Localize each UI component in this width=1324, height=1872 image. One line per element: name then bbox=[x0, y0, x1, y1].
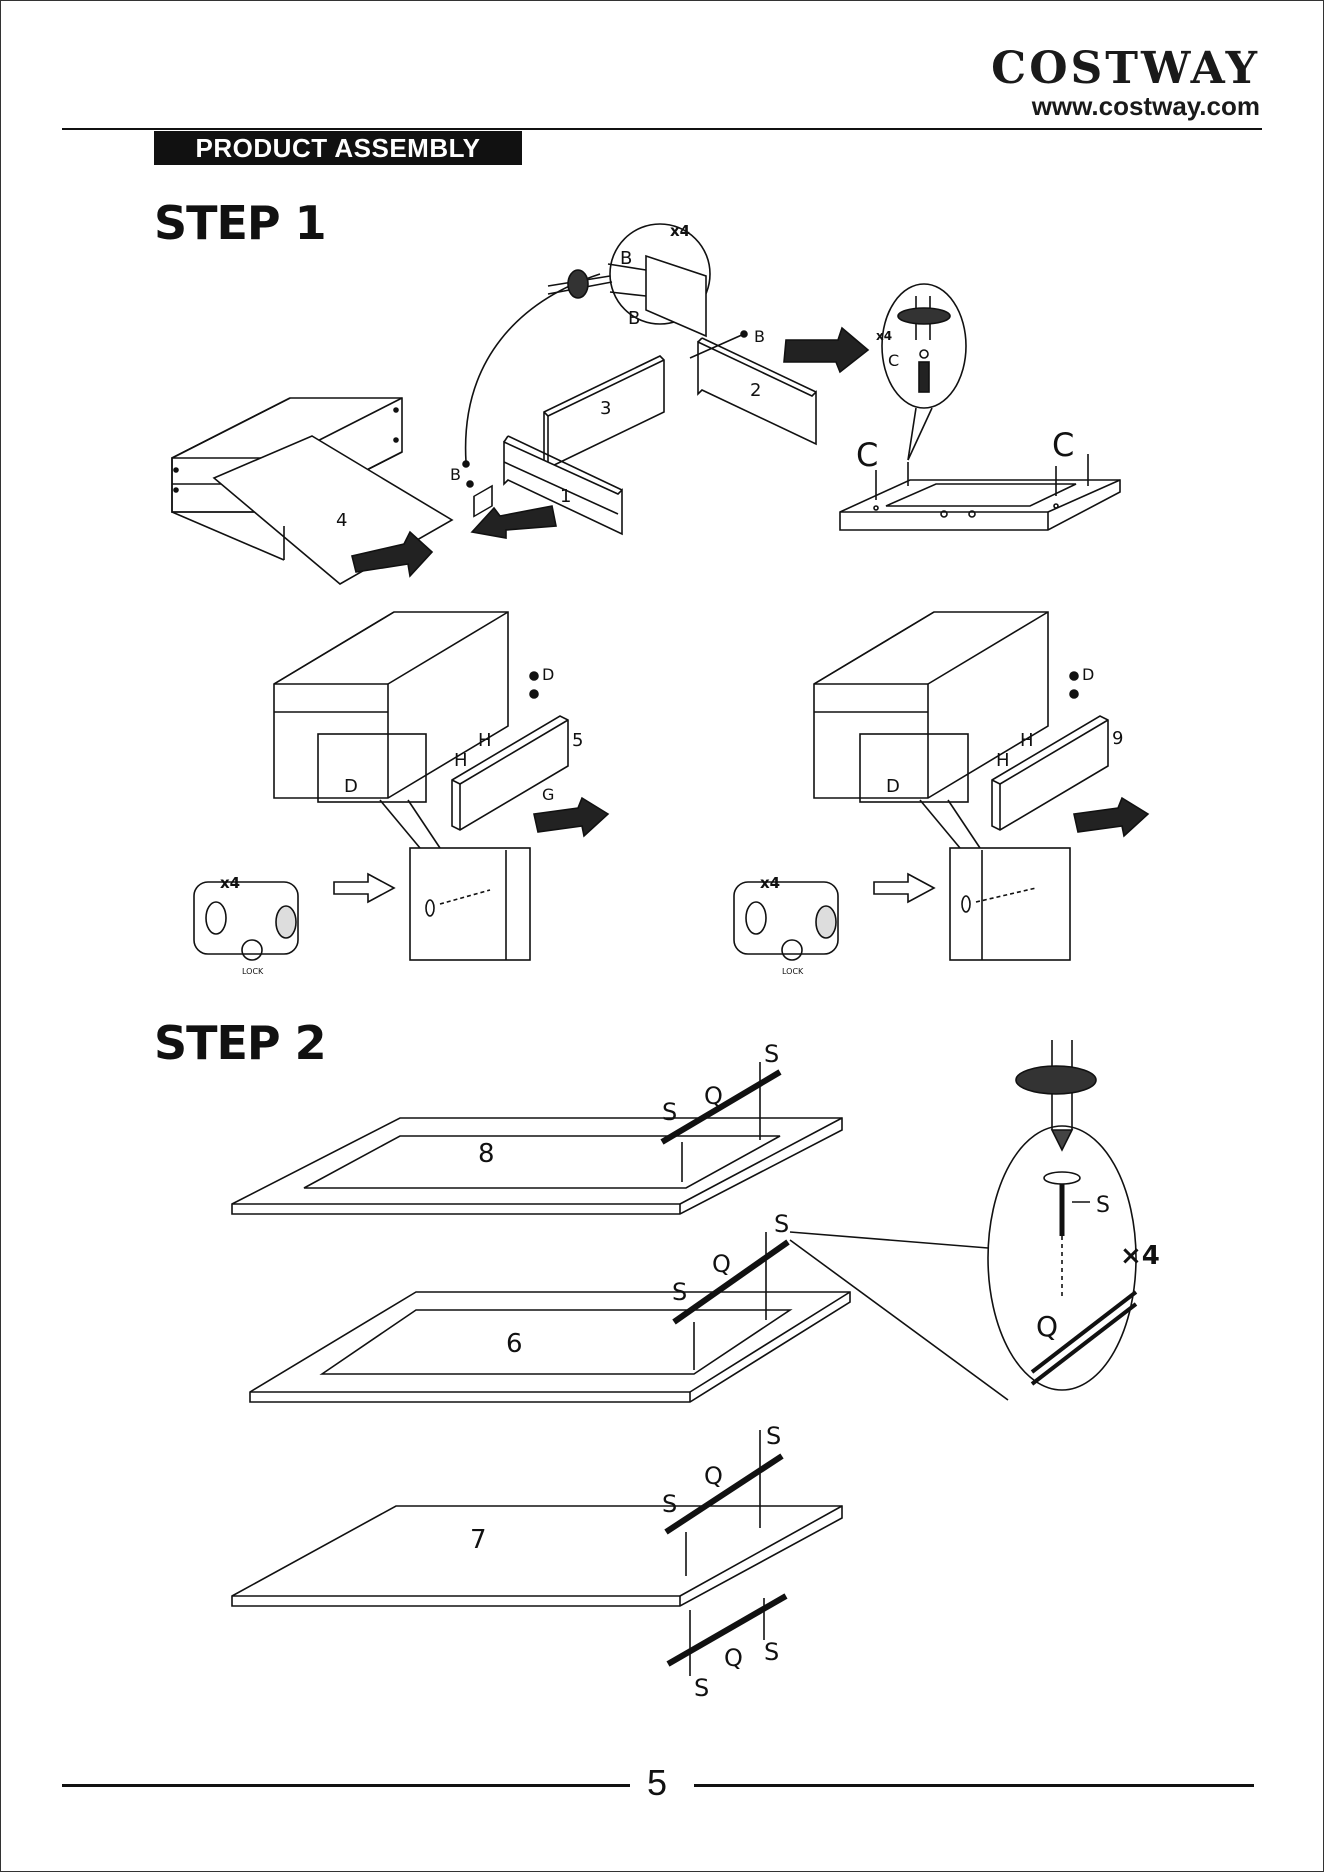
lock-label-left: LOCK bbox=[242, 967, 264, 976]
part-3-label: 3 bbox=[600, 398, 611, 419]
step2-panel-7-illustration: 7 S S Q S S Q bbox=[232, 1422, 842, 1702]
hardware-s-zoom: S bbox=[1096, 1193, 1110, 1218]
hardware-h-label-2: H bbox=[454, 750, 468, 771]
hardware-s-7d: S bbox=[764, 1638, 779, 1666]
part-6-label: 6 bbox=[506, 1329, 523, 1359]
hardware-q-6: Q bbox=[712, 1250, 731, 1278]
hardware-b-zoom-bottom: B bbox=[628, 308, 640, 329]
step1-base-panel-illustration: C x4 C C bbox=[840, 284, 1120, 530]
hardware-d-label-top: D bbox=[542, 665, 554, 684]
hardware-s-7a: S bbox=[662, 1490, 677, 1518]
part-9-label: 9 bbox=[1112, 728, 1123, 749]
hardware-q-8: Q bbox=[704, 1082, 723, 1110]
step1-panels-illustration: 3 2 1 B B B B x4 bbox=[450, 222, 868, 534]
part-5-label: 5 bbox=[572, 730, 583, 751]
hardware-q-zoom: Q bbox=[1036, 1310, 1058, 1343]
hardware-c-left: C bbox=[856, 436, 878, 474]
hardware-q-7b: Q bbox=[724, 1644, 743, 1672]
hardware-b-zoom-top: B bbox=[620, 248, 632, 269]
hardware-d-label-side: D bbox=[344, 776, 358, 797]
footer-divider-right bbox=[694, 1784, 1254, 1787]
footer-divider-left bbox=[62, 1784, 630, 1787]
step2-panel-8-illustration: 8 S S Q bbox=[232, 1040, 842, 1214]
part-2-label: 2 bbox=[750, 380, 761, 401]
hardware-h-label: H bbox=[478, 730, 492, 751]
step1-drawer-box-illustration: 4 bbox=[172, 398, 556, 584]
quantity-x4-b: x4 bbox=[670, 222, 690, 240]
quantity-x4-cam-right: x4 bbox=[760, 874, 780, 892]
part-4-label: 4 bbox=[336, 510, 347, 531]
hardware-b-label: B bbox=[754, 327, 765, 346]
quantity-x4-cam-left: x4 bbox=[220, 874, 240, 892]
hardware-c-zoom: C bbox=[888, 351, 899, 370]
hardware-s-7c: S bbox=[694, 1674, 709, 1702]
part-8-label: 8 bbox=[478, 1139, 495, 1169]
hardware-q-7: Q bbox=[704, 1462, 723, 1490]
hardware-h-label-9b: H bbox=[996, 750, 1010, 771]
hardware-h-label-9: H bbox=[1020, 730, 1034, 751]
part-7-label: 7 bbox=[470, 1525, 487, 1555]
part-1-label: 1 bbox=[560, 486, 571, 507]
quantity-x4-screws: ×4 bbox=[1120, 1241, 1160, 1271]
hardware-s-6a: S bbox=[672, 1278, 687, 1306]
hardware-d-label-top-9: D bbox=[1082, 665, 1094, 684]
quantity-x4-c: x4 bbox=[876, 329, 892, 343]
hardware-s-8a: S bbox=[662, 1098, 677, 1126]
step2-panel-6-illustration: 6 S S Q bbox=[250, 1210, 1008, 1402]
step2-screw-zoom-illustration: S Q ×4 bbox=[988, 1040, 1160, 1390]
hardware-s-6b: S bbox=[774, 1210, 789, 1238]
hardware-s-7b: S bbox=[766, 1422, 781, 1450]
page-number: 5 bbox=[632, 1762, 682, 1804]
hardware-g-label: G bbox=[542, 785, 554, 804]
hardware-s-8b: S bbox=[764, 1040, 779, 1068]
hardware-d-label-side-9: D bbox=[886, 776, 900, 797]
lock-label-right: LOCK bbox=[782, 967, 804, 976]
hardware-c-right: C bbox=[1052, 426, 1074, 464]
hardware-b-label-left: B bbox=[450, 465, 461, 484]
step1-drawer-front-9-illustration: 9 D D H H x4 LOCK bbox=[734, 612, 1148, 976]
